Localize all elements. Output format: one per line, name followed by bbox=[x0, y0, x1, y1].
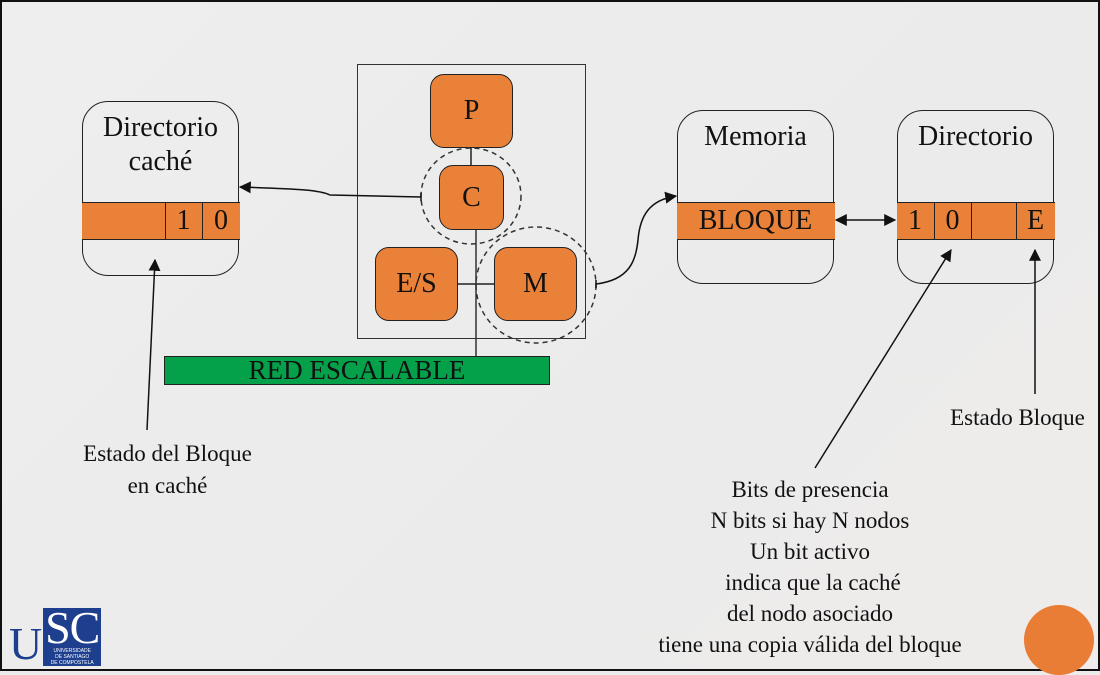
cache-box: C bbox=[439, 165, 504, 230]
presence-bits-rest bbox=[970, 203, 1016, 239]
presence-line-1: Bits de presencia bbox=[731, 477, 889, 502]
logo-letters-sc: SC bbox=[45, 602, 100, 653]
cache-entry-tag bbox=[82, 203, 165, 239]
logo-letter-u: U bbox=[9, 618, 42, 669]
presence-line-5: del nodo asociado bbox=[726, 601, 894, 626]
logo-subtitle-3: DE COMPOSTELA bbox=[50, 660, 94, 666]
directory-entry: 1 0 E bbox=[896, 202, 1055, 240]
logo-box: SC UNIVERSIDADE DE SANTIAGO DE COMPOSTEL… bbox=[43, 602, 102, 666]
node-box bbox=[357, 64, 586, 339]
cache-directory-title-line1: Directorio bbox=[102, 112, 219, 143]
cache-entry-bit-1: 1 bbox=[164, 203, 202, 239]
block-state-annotation: Estado Bloque bbox=[950, 405, 1085, 430]
cache-directory-title-line2: caché bbox=[128, 146, 193, 177]
memory-box: Memoria BLOQUE bbox=[676, 110, 835, 284]
io-box: E/S bbox=[375, 247, 458, 321]
presence-line-4: indica que la caché bbox=[719, 570, 901, 595]
cache-directory-box: Directorio caché 1 0 bbox=[81, 101, 240, 276]
presence-bit-1: 1 bbox=[908, 205, 922, 236]
presence-line-2: N bits si hay N nodos bbox=[710, 508, 910, 533]
memory-block: BLOQUE bbox=[676, 202, 835, 240]
logo-subtitle-1: UNIVERSIDADE bbox=[53, 648, 91, 654]
cache-state-annotation-line1: Estado del Bloque bbox=[83, 441, 252, 466]
usc-logo: U SC UNIVERSIDADE DE SANTIAGO DE COMPOST… bbox=[9, 602, 102, 669]
presence-line-6: tiene una copia válida del bloque bbox=[658, 632, 962, 657]
memory-block-label: BLOQUE bbox=[698, 205, 813, 236]
logo-subtitle-2: DE SANTIAGO bbox=[55, 654, 90, 660]
scalable-network-bar: RED ESCALABLE bbox=[164, 356, 550, 385]
presence-bit-0: 0 bbox=[933, 203, 971, 239]
presence-line-3: Un bit activo bbox=[749, 539, 871, 564]
block-state: E bbox=[1015, 203, 1055, 239]
cache-entry-bit-0: 0 bbox=[201, 203, 240, 239]
directory-title: Directorio bbox=[917, 121, 1034, 152]
memory-module-box: M bbox=[494, 247, 577, 321]
memory-title: Memoria bbox=[704, 121, 807, 152]
cache-directory-entry: 1 0 bbox=[81, 202, 240, 240]
presence-bits-annotation: Bits de presencia N bits si hay N nodos … bbox=[640, 474, 980, 660]
orange-circle-decoration bbox=[1024, 605, 1094, 675]
processor-box: P bbox=[430, 74, 513, 148]
cache-state-annotation-line2: en caché bbox=[127, 473, 208, 498]
directory-box: Directorio 1 0 E bbox=[896, 110, 1055, 284]
